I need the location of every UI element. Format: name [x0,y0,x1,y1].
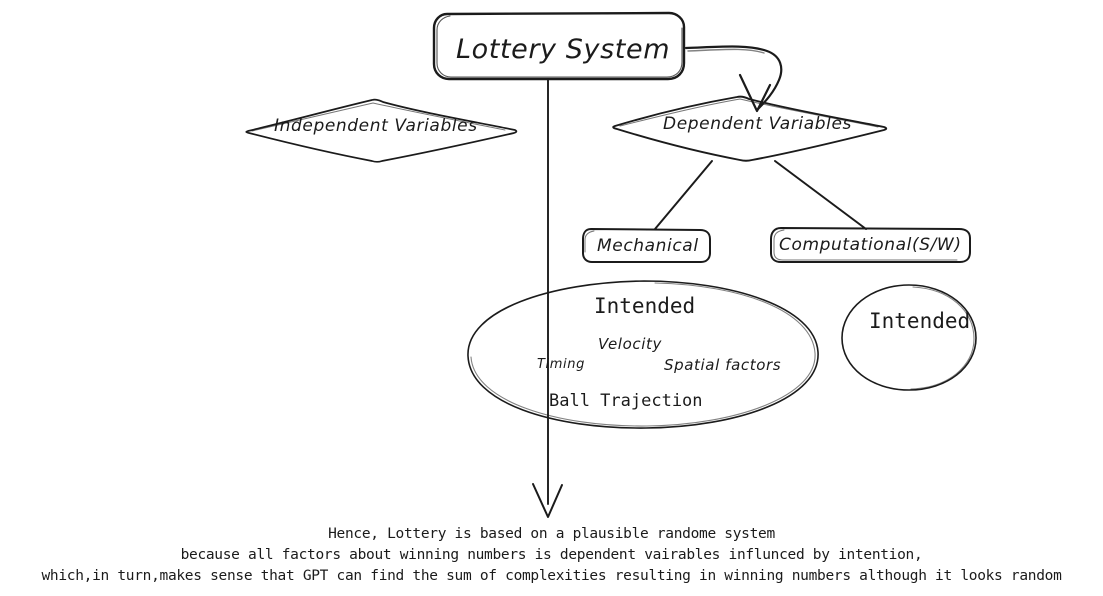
independent-diamond-shape [245,98,518,163]
factor-spatial-factors-label: Spatial factors [664,356,782,374]
mechanical-ellipse-shape [467,280,819,429]
computational-label: Computational(S/W) [779,235,962,255]
independent-variables-label: Independent Variables [274,116,478,136]
computational-circle-shape [841,284,977,391]
edge-dependent-computational [774,160,867,230]
mechanical-intended-heading: Intended [594,294,696,318]
edge-dependent-mechanical [654,160,713,230]
lottery-system-label: Lottery System [456,34,671,65]
factor-velocity-label: Velocity [598,335,662,353]
conclusion-line-3: which,in turn,makes sense that GPT can f… [41,568,1062,584]
mechanical-label: Mechanical [597,236,699,256]
computational-box-shape [770,227,971,263]
computational-intended-heading: Intended [869,309,971,333]
lottery-system-shape [432,11,686,81]
arrow-root-to-dependent [684,45,783,112]
arrowhead-dependent [738,73,772,113]
conclusion-line-2: because all factors about winning number… [180,547,923,563]
mechanical-box-shape [582,228,711,263]
dependent-diamond-shape [612,95,888,162]
arrowhead-trunk [532,483,563,518]
factor-ball-trajection-label: Ball Trajection [549,391,703,411]
factor-timing-label: Timing [537,357,585,372]
conclusion-line-1: Hence, Lottery is based on a plausible r… [328,526,775,542]
dependent-variables-label: Dependent Variables [663,114,852,134]
